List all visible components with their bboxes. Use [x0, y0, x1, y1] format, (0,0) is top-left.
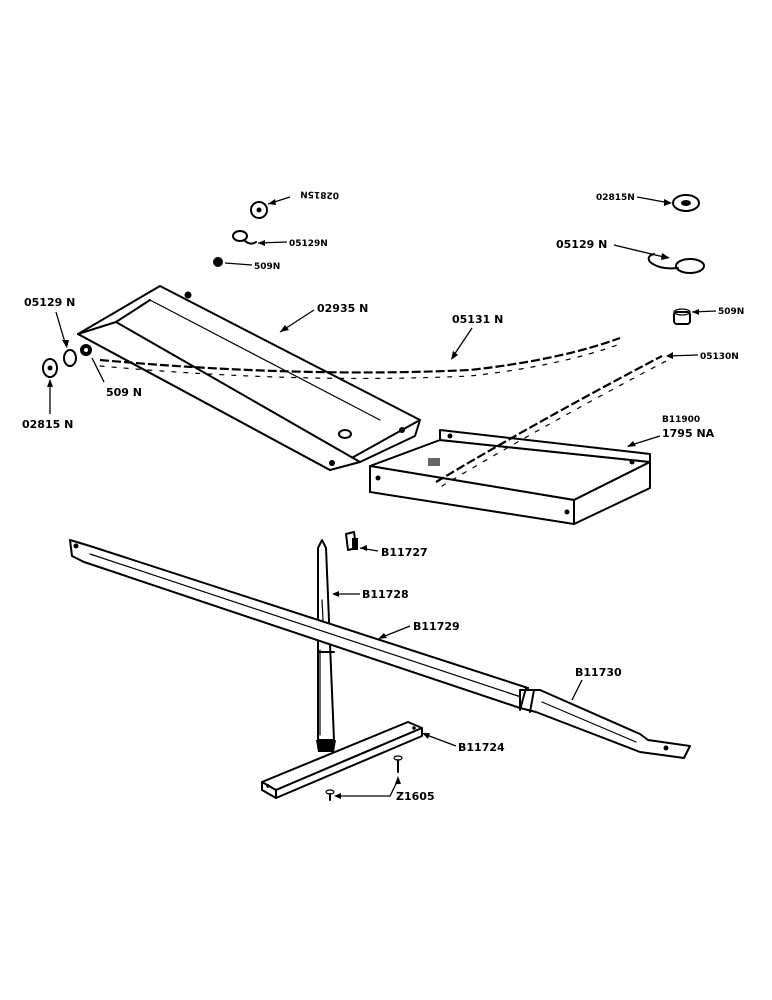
clip-top-left: [232, 230, 257, 245]
label-clip-top-left: 05129N: [289, 239, 328, 249]
leader-clip-top-right: [613, 244, 669, 259]
nut-right: [673, 308, 691, 325]
label-chain-long: 05131 N: [452, 313, 503, 326]
label-base: B11724: [458, 741, 505, 754]
arrow-pin: [360, 545, 367, 551]
label-tube: B11729: [413, 620, 460, 633]
arrow-washer-top-right: [664, 199, 672, 206]
pin: [345, 531, 358, 551]
screw-lower: [325, 789, 335, 801]
label-nut-right: 509N: [718, 307, 744, 317]
label-extension: B11730: [575, 666, 622, 679]
arrow-tube: [378, 633, 387, 639]
label-washer-top-left: 02815N: [300, 188, 339, 199]
clip-top-right: [647, 253, 705, 274]
leader-nut-left: [91, 357, 105, 383]
arrow-clip-left: [62, 340, 69, 348]
arrow-screw-upper: [395, 776, 401, 784]
arrow-clip-top-right: [661, 253, 670, 260]
label-chain-short: 05130N: [700, 352, 739, 362]
arrow-nut-right: [692, 309, 699, 315]
arrow-shield: [280, 325, 289, 332]
label-tray-line1: B11900: [662, 415, 700, 425]
washer-top-right: [672, 194, 700, 212]
leader-base: [423, 733, 457, 747]
label-tray-line2: 1795 NA: [662, 427, 715, 440]
arrow-base: [422, 733, 430, 739]
leader-extension: [571, 679, 583, 701]
label-washer-top-right: 02815N: [596, 193, 635, 203]
arrow-washer-top-left: [268, 199, 276, 205]
shield: [77, 285, 421, 471]
extension: [519, 687, 691, 759]
chain-short: [435, 355, 669, 487]
arrow-clip-top-left: [258, 240, 265, 246]
label-screw: Z1605: [396, 790, 435, 803]
screw-upper: [393, 755, 403, 773]
chain-long: [99, 336, 621, 380]
arrow-tray: [627, 441, 636, 447]
label-pin: B11727: [381, 546, 428, 559]
label-shield: 02935 N: [317, 302, 368, 315]
label-nut-top-left: 509N: [254, 262, 280, 272]
label-washer-left: 02815 N: [22, 418, 73, 431]
label-nut-left: 509 N: [106, 386, 142, 399]
nut-top-left: [213, 257, 223, 267]
arrow-screw-lower: [334, 793, 341, 799]
washer-left: [42, 358, 58, 378]
tray: [369, 429, 651, 525]
leader-screw: [336, 779, 399, 797]
arrow-chain-long: [451, 351, 458, 360]
clip-left: [63, 344, 92, 367]
arrow-stand: [332, 591, 339, 597]
arrow-washer-left: [47, 379, 53, 387]
label-clip-top-right: 05129 N: [556, 238, 607, 251]
base: [261, 721, 423, 799]
washer-top-left: [250, 201, 268, 219]
leader-nut-top-left: [224, 262, 253, 266]
arrow-chain-short: [666, 352, 673, 359]
label-clip-left: 05129 N: [24, 296, 75, 309]
label-stand: B11728: [362, 588, 409, 601]
